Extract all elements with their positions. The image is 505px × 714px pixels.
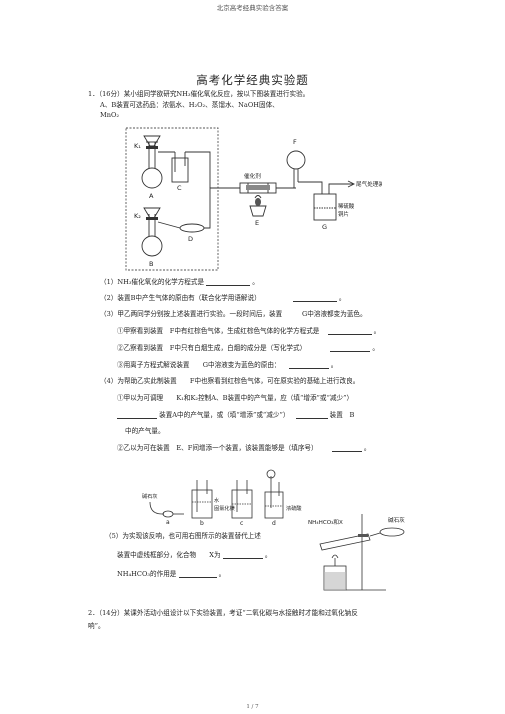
label-K2: K₂ bbox=[134, 212, 141, 220]
answer-blank-1[interactable] bbox=[206, 278, 251, 286]
q1-part4-1: ①甲以为可调理 K₁和K₂控制A、B装置中的产气量，应（填“增添”或“减少”） bbox=[117, 394, 354, 402]
apparatus-figure-3: NH₄HCO₃和X 碱石灰 bbox=[308, 514, 405, 591]
fig3-label-nh4hco3: NH₄HCO₃和X bbox=[308, 518, 343, 526]
label-copper: 铜片 bbox=[338, 210, 349, 218]
answer-blank-3-1[interactable] bbox=[327, 327, 372, 335]
answer-blank-4-1a[interactable] bbox=[117, 411, 157, 419]
q1-part1: （1）NH₃催化氧化的化学方程式是 。 bbox=[100, 278, 259, 286]
apparatus-figure-1: K₁ K₂ A B C D E F G 催化剂 尾气处理装置 稀硫酸 铜片 bbox=[125, 127, 382, 271]
answer-blank-2[interactable] bbox=[292, 294, 337, 302]
fig3-soda-lime: 碱石灰 bbox=[388, 516, 405, 524]
q1-part4-1c: 中的产气量。 bbox=[125, 427, 165, 435]
q2-line1: 2．（14分）某课外活动小组设计以下实验装置，考证“二氧化碳与水接触时才能和过氧… bbox=[88, 609, 358, 617]
fig2-label-d: d bbox=[272, 520, 276, 526]
answer-blank-4-2[interactable] bbox=[331, 444, 362, 452]
page-number: 1 / 7 bbox=[246, 704, 259, 710]
answer-blank-4-1b[interactable] bbox=[295, 411, 328, 419]
fig2-water: 水 bbox=[214, 496, 220, 504]
q1-part4: （4）为帮助乙实此制装置 F中也察看到红棕色气体，可在原实验的基础上进行改良。 bbox=[100, 377, 360, 385]
fig2-label-c: c bbox=[240, 520, 243, 526]
q1-part4-1b: 装置A中的产气量，或（填“增添”或“减少”） 装置 B bbox=[117, 411, 354, 419]
q1-reagents-line1: A、B装置可选药品：浓氨水、H₂O₂、蒸馏水、NaOH固体、 bbox=[100, 101, 279, 109]
label-catalyst: 催化剂 bbox=[244, 172, 261, 180]
answer-blank-5-1[interactable] bbox=[222, 551, 263, 559]
fig2-label-a: a bbox=[166, 519, 170, 526]
label-dilute-acid: 稀硫酸 bbox=[338, 202, 355, 210]
label-A: A bbox=[149, 192, 154, 200]
label-G: G bbox=[322, 223, 327, 231]
label-tail-gas: 尾气处理装置 bbox=[356, 180, 382, 188]
label-K1: K₁ bbox=[134, 142, 141, 150]
q1-reagents-line2: MnO₂ bbox=[100, 111, 120, 119]
fig2-soda-lime: 碱石灰 bbox=[142, 492, 158, 500]
q1-part3: （3）甲乙两同学分别按上述装置进行实验。一段时间后，装置 G中溶液都变为蓝色。 bbox=[100, 310, 367, 318]
q2-line2: 响”。 bbox=[88, 622, 105, 630]
q1-part2: （2）装置B中产生气体的原由有（联合化学用语解说） 。 bbox=[100, 294, 346, 302]
label-E: E bbox=[255, 219, 259, 227]
q1-part5-3: NH₄HCO₃的作用是 。 bbox=[117, 570, 226, 578]
page-title: 高考化学经典实验题 bbox=[196, 73, 309, 87]
label-B: B bbox=[149, 260, 153, 268]
fig2-label-b: b bbox=[200, 520, 204, 526]
q1-part4-2: ②乙以为可在装置 E、F间增添一个装置，该装置能够是（填序号） 。 bbox=[117, 444, 371, 452]
label-D: D bbox=[188, 235, 193, 243]
q1-intro: 1．（16分）某小组同学欲研究NH₃催化氧化反应，按以下图装置进行实验。 bbox=[88, 90, 310, 98]
q1-part5-2: 装置中虚线框部分，化合物 X为 。 bbox=[117, 551, 272, 559]
answer-blank-5-2[interactable] bbox=[178, 570, 217, 578]
apparatus-figure-2: 碱石灰 水 固氯化镁 浓硫酸 a b c d bbox=[142, 469, 302, 526]
q1-part5-1: （5）为实现该反响，也可用右图所示的装置替代上述 bbox=[105, 532, 261, 540]
fig2-conc-acid: 浓硫酸 bbox=[286, 504, 302, 512]
label-F: F bbox=[293, 138, 297, 146]
q1-part3-1: ①甲察看到装置 F中有红棕色气体，生成红棕色气体的化学方程式是 。 bbox=[117, 327, 381, 335]
fig2-cacl2: 固氯化镁 bbox=[214, 504, 235, 512]
answer-blank-3-2[interactable] bbox=[330, 344, 371, 352]
label-C: C bbox=[177, 184, 182, 192]
page-header: 北京高考经典实验含答案 bbox=[216, 4, 289, 12]
q1-part3-2: ②乙察看到装置 F中只有白烟生成，白烟的成分是（写化学式） 。 bbox=[117, 344, 380, 352]
answer-blank-3-3[interactable] bbox=[288, 361, 329, 369]
q1-part3-3: ③用离子方程式解说装置 G中溶液变为蓝色的原由： 。 bbox=[117, 361, 338, 369]
